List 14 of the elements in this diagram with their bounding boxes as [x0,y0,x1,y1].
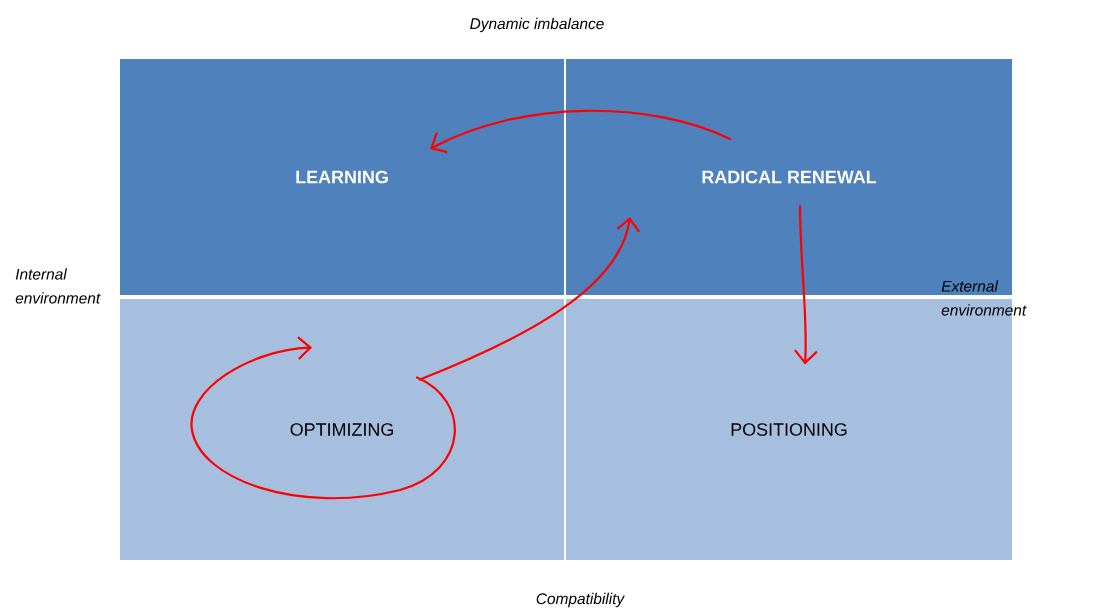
arrow [418,217,640,381]
arrow [430,109,732,154]
axis-label: Dynamic imbalance [470,17,604,33]
node-label: LEARNING [296,170,388,184]
axis-label: Internal environment [15,268,101,304]
quadrant-box: LEARNING [120,59,564,295]
arrow [794,204,818,365]
node-label: POSITIONING [731,423,847,436]
quadrant-box: OPTIMIZING [120,299,564,560]
node-label: OPTIMIZING [290,423,393,436]
node-label: RADICAL RENEWAL [702,170,877,184]
axis-label: External environment [941,280,1027,316]
arrow [190,336,456,500]
axis-label: Compatibility [536,592,625,608]
